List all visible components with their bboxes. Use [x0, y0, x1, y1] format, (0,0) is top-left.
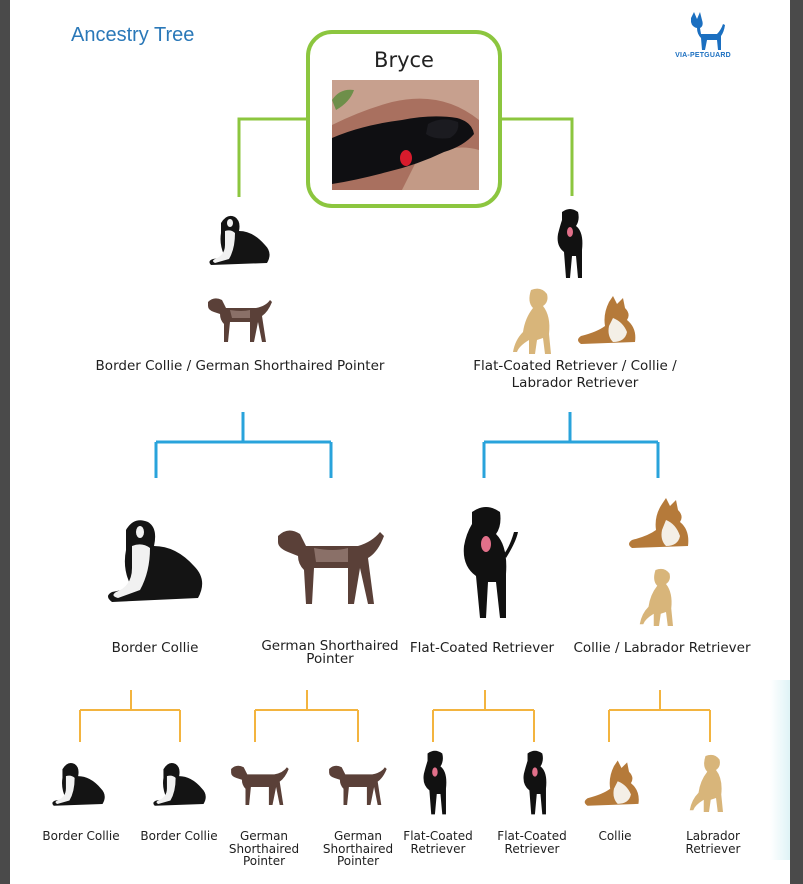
great-grandparent-label-8: Labrador Retriever: [685, 829, 741, 856]
brand-name: VIA-PETGUARD: [675, 52, 731, 59]
grandparent-label-4: Collie / Labrador Retriever: [573, 640, 751, 656]
border-collie-photo: [209, 215, 270, 265]
german-shorthaired-pointer-photo: [231, 765, 289, 805]
grandparent-connectors: [79, 690, 711, 742]
german-shorthaired-pointer-photo: [208, 298, 272, 342]
dog-logo-icon: [691, 12, 725, 50]
parent-label-right: Flat-Coated Retriever / Collie / Labrado…: [473, 358, 677, 391]
border-collie-photo: [153, 762, 206, 806]
german-shorthaired-pointer-photo: [329, 765, 387, 805]
collie-photo: [629, 498, 689, 548]
ancestry-tree-page: Ancestry Tree VIA-PETGUARD: [10, 0, 790, 884]
root-connector-left: [237, 117, 308, 197]
grandparent-label-1: Border Collie: [111, 640, 199, 656]
border-collie-photo: [52, 762, 105, 806]
flat-coated-retriever-photo: [557, 209, 583, 278]
labrador-retriever-photo: [639, 568, 673, 626]
great-grandparent-label-5: Flat-Coated Retriever: [403, 829, 473, 856]
great-grandparent-label-3: German Shorthaired Pointer: [228, 829, 300, 868]
labrador-retriever-photo: [689, 754, 723, 812]
collie-photo: [584, 760, 639, 806]
collie-photo: [578, 296, 636, 344]
great-grandparent-label-7: Collie: [598, 829, 632, 843]
parent-label-left: Border Collie / German Shorthaired Point…: [95, 358, 385, 374]
german-shorthaired-pointer-photo: [278, 530, 384, 604]
great-grandparent-label-1: Border Collie: [42, 829, 120, 843]
parent-connectors: [154, 412, 660, 478]
border-collie-photo: [108, 520, 203, 602]
grandparent-label-3: Flat-Coated Retriever: [409, 640, 555, 656]
page-title: Ancestry Tree: [71, 24, 195, 46]
great-grandparent-label-6: Flat-Coated Retriever: [497, 829, 567, 856]
labrador-retriever-photo: [513, 288, 551, 354]
tree-connectors: [79, 117, 711, 742]
root-node: Bryce: [306, 30, 502, 208]
brand-logo: VIA-PETGUARD: [663, 10, 743, 65]
root-photo: [332, 80, 479, 190]
grandparent-label-2: German Shorthaired Pointer: [261, 638, 399, 667]
root-name: Bryce: [374, 48, 434, 72]
decorative-edge: [770, 680, 790, 860]
flat-coated-retriever-photo: [523, 750, 547, 815]
flat-coated-retriever-photo: [423, 750, 447, 815]
great-grandparent-label-4: German Shorthaired Pointer: [322, 829, 394, 868]
root-connector-right: [500, 117, 574, 196]
great-grandparent-label-2: Border Collie: [140, 829, 218, 843]
flat-coated-retriever-photo: [463, 507, 518, 618]
